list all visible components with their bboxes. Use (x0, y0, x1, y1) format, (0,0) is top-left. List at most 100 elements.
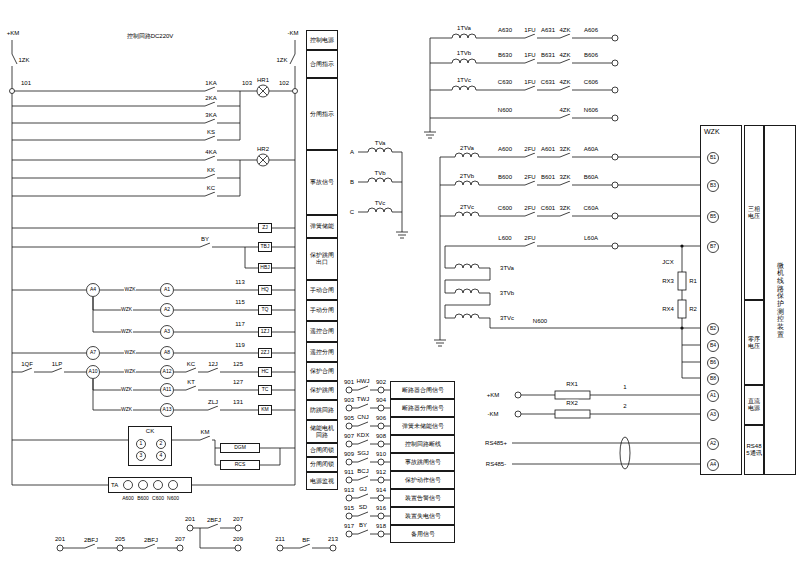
junction-dot (680, 326, 683, 329)
node-text: 三相电压 (746, 206, 762, 219)
switch-contact: 3 (136, 451, 146, 461)
terminal-circle (612, 213, 618, 219)
function-cell: 储能电机回路 (306, 420, 338, 443)
device-terminal: B1 (707, 152, 719, 164)
wire-connector (93, 379, 160, 410)
label-text: 131 (232, 399, 243, 406)
label-text: 209 (232, 536, 243, 543)
label-text: RX2 (566, 400, 579, 407)
label-text: 207 (174, 536, 185, 543)
label-text: 1FU (524, 79, 536, 86)
label-text: A606 (583, 27, 598, 34)
device-terminal: B6 (707, 357, 719, 369)
terminal-circle (346, 513, 352, 519)
label-text: B630 (497, 52, 512, 59)
node-text: WZK (704, 128, 720, 136)
label-text: KK (206, 167, 215, 174)
switch-contact: 1 (136, 439, 146, 449)
node-text: 分闸闭锁 (310, 461, 334, 468)
label-text: RX3 (662, 278, 675, 285)
label-text: 908 (375, 433, 386, 440)
signal-cell: 断路器合闸信号 (390, 381, 455, 399)
label-text: 2BFJ (206, 517, 221, 524)
label-text: 1 (623, 384, 627, 391)
label-text: BF (302, 537, 311, 544)
terminal-circle (378, 405, 384, 411)
wire-connector (93, 297, 160, 332)
label-text: N600 (167, 496, 180, 502)
node-text: 遥控分闸 (310, 349, 334, 356)
signal-cell: 控制回路断线 (390, 435, 455, 453)
label-text: 103 (241, 80, 252, 87)
signal-cell: 保护动作信号 (390, 471, 455, 489)
node-text: A2 (164, 307, 170, 313)
node-text: 装置告警信号 (405, 495, 441, 502)
function-cell: 遥控合闸 (306, 321, 338, 342)
node-text: 装置失电信号 (405, 513, 441, 520)
terminal-circle (346, 387, 352, 393)
function-cell: 保护合闸 (306, 362, 338, 381)
node-text: 1 (140, 441, 143, 447)
meter-circle: A2 (160, 303, 174, 317)
node-text: DGM (234, 445, 246, 451)
signal-cell: 断路器分闸信号 (390, 399, 455, 417)
label-text: C (349, 209, 354, 216)
relay-coil: HQ (258, 285, 272, 295)
function-cell: 分闸指示 (306, 78, 338, 150)
label-text: KDX (356, 432, 369, 439)
node-text: 事故信号 (310, 179, 334, 186)
label-text: L600 (498, 235, 512, 242)
function-cell: 手动合闸 (306, 280, 338, 300)
node-text: B3 (710, 183, 716, 189)
label-text: C606 (583, 79, 598, 86)
edge-label: WZK (120, 407, 132, 413)
group-cell: RS485通讯 (744, 425, 764, 475)
device-terminal: B3 (707, 180, 719, 192)
label-text: A (349, 149, 354, 156)
node-text: A3 (164, 329, 170, 335)
label-text: RX1 (566, 381, 579, 388)
label-text: 2FU (524, 146, 536, 153)
node-text: 储能电机回路 (308, 425, 336, 438)
terminal-circle (378, 531, 384, 537)
label-text: BY (358, 522, 367, 529)
circle-outline (708, 212, 719, 223)
signal-cell: 备用信号 (390, 525, 455, 543)
terminal-circle (139, 481, 148, 490)
node-text: A1 (164, 287, 170, 293)
resistor-symbol (678, 300, 686, 318)
device-terminal: B7 (707, 241, 719, 253)
label-text: SGJ (357, 450, 370, 457)
node-text: 防跳回路 (310, 407, 334, 414)
function-cell: 分闸闭锁 (306, 457, 338, 472)
relay-coil: RCS (220, 460, 260, 470)
label-text: A600 (497, 146, 512, 153)
node-text: A4 (710, 462, 716, 468)
terminal-circle (177, 545, 183, 551)
circle-outline (708, 324, 719, 335)
edge-label: WZK (124, 350, 136, 356)
protection-device: WZKB1B3B5B7B2B4B6B8A1A3A2A4 (700, 125, 742, 475)
label-text: 2TVb (459, 173, 474, 180)
resistor-symbol (555, 391, 590, 399)
terminal-circle (10, 89, 15, 94)
device-terminal: A3 (707, 409, 719, 421)
node-text: 断路器分闸信号 (402, 405, 444, 412)
resistor-symbol (555, 410, 590, 418)
label-text: 3TVb (499, 290, 514, 297)
function-cell: 合闸指示 (306, 50, 338, 78)
node-text: 电源监视 (310, 478, 334, 485)
signal-cell: 装置失电信号 (390, 507, 455, 525)
label-text: R1 (689, 278, 698, 285)
label-text: 119 (235, 342, 246, 349)
node-text: 分闸指示 (310, 111, 334, 118)
device-name-cell: 微机线路保护测控装置 (764, 125, 796, 475)
device-terminal: A4 (707, 459, 719, 471)
label-text: C630 (497, 79, 512, 86)
node-text: HC (261, 369, 268, 375)
node-text: 弹簧储能 (310, 223, 334, 230)
terminal-circle (612, 182, 618, 188)
label-text: A601 (540, 146, 555, 153)
terminal-circle (515, 411, 521, 417)
label-text: 3ZK (559, 146, 571, 153)
